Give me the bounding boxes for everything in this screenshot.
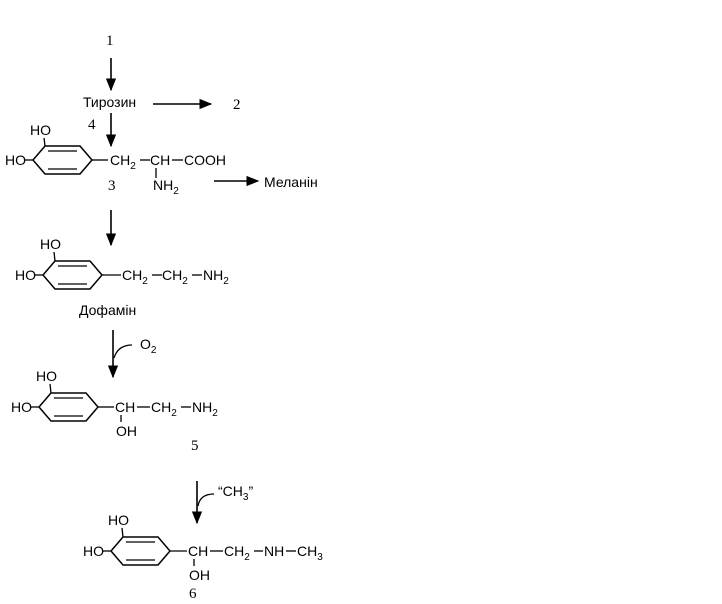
ch3-curved-arrow bbox=[197, 493, 215, 507]
dopamine-ho-top-bond bbox=[53, 251, 56, 262]
dopamine-ch2-a: CH2 bbox=[122, 267, 148, 287]
label-3: 3 bbox=[108, 178, 116, 194]
noradrenaline-structure: HO HO CH CH2 NH2 OH bbox=[11, 368, 218, 439]
dopamine-structure: HO HO CH2 CH2 NH2 bbox=[15, 236, 229, 290]
dopamine-ho-top: HO bbox=[40, 236, 61, 252]
dopamine-ho-left: HO bbox=[15, 267, 36, 283]
adrenaline-ho-top-bond bbox=[121, 527, 124, 538]
noradrenaline-ch: CH bbox=[115, 399, 135, 415]
melanin-label: Меланін bbox=[264, 174, 318, 190]
label-5: 5 bbox=[191, 438, 199, 454]
noradrenaline-benzene-ring bbox=[38, 392, 99, 422]
dopa-ch: CH bbox=[150, 152, 170, 168]
adrenaline-ho-top: HO bbox=[108, 512, 129, 528]
dopa-ch2: CH2 bbox=[110, 152, 136, 172]
dopa-ho-top: HO bbox=[30, 122, 51, 138]
dopamine-nh2: NH2 bbox=[203, 267, 229, 287]
adrenaline-ho-left: HO bbox=[83, 543, 104, 559]
dopa-nh2: NH2 bbox=[153, 177, 179, 197]
dopamine-benzene-ring bbox=[42, 260, 103, 290]
adrenaline-oh: OH bbox=[189, 567, 210, 583]
noradrenaline-nh2: NH2 bbox=[192, 399, 218, 419]
adrenaline-ch: CH bbox=[188, 543, 208, 559]
dopa-ho-left: HO bbox=[5, 152, 26, 168]
label-6: 6 bbox=[189, 586, 197, 602]
adrenaline-ch3: CH3 bbox=[297, 543, 323, 563]
adrenaline-benzene-ring bbox=[110, 536, 171, 566]
ch3-label: “CH3” bbox=[218, 483, 253, 503]
adrenaline-ch2: CH2 bbox=[224, 543, 250, 563]
tyrosine-label: Тирозин bbox=[83, 94, 136, 110]
adrenaline-nh: NH bbox=[264, 543, 284, 559]
dopamine-ch2-b: CH2 bbox=[162, 267, 188, 287]
label-4: 4 bbox=[88, 117, 96, 133]
dopamine-label: Дофамін bbox=[79, 302, 136, 318]
dopa-cooh: COOH bbox=[184, 152, 226, 168]
noradrenaline-ch2: CH2 bbox=[151, 399, 177, 419]
adrenaline-structure: HO HO CH CH2 NH CH3 OH bbox=[83, 512, 323, 583]
dopa-benzene-ring bbox=[32, 145, 93, 175]
noradrenaline-oh: OH bbox=[116, 423, 137, 439]
o2-curved-arrow bbox=[113, 344, 133, 359]
label-2: 2 bbox=[233, 97, 241, 113]
o2-label: O2 bbox=[140, 336, 157, 356]
dopa-ho-top-bond bbox=[43, 137, 46, 147]
dopa-structure: HO HO CH2 CH COOH NH2 bbox=[5, 122, 226, 197]
label-1: 1 bbox=[106, 33, 114, 49]
noradrenaline-ho-top-bond bbox=[49, 383, 52, 394]
noradrenaline-ho-top: HO bbox=[36, 368, 57, 384]
noradrenaline-ho-left: HO bbox=[11, 399, 32, 415]
